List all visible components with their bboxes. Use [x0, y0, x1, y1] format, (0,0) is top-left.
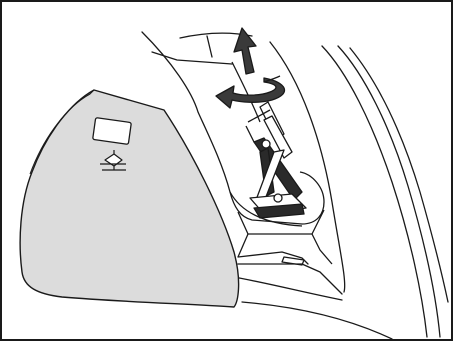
- lift-direction-arrow-icon: [234, 28, 256, 74]
- jack-storage-illustration: [2, 2, 451, 339]
- panel-window-opening: [93, 118, 132, 145]
- trim-panel-cover: [20, 90, 238, 307]
- scissor-jack: [246, 102, 306, 218]
- rotate-direction-arrow-icon: [216, 76, 284, 108]
